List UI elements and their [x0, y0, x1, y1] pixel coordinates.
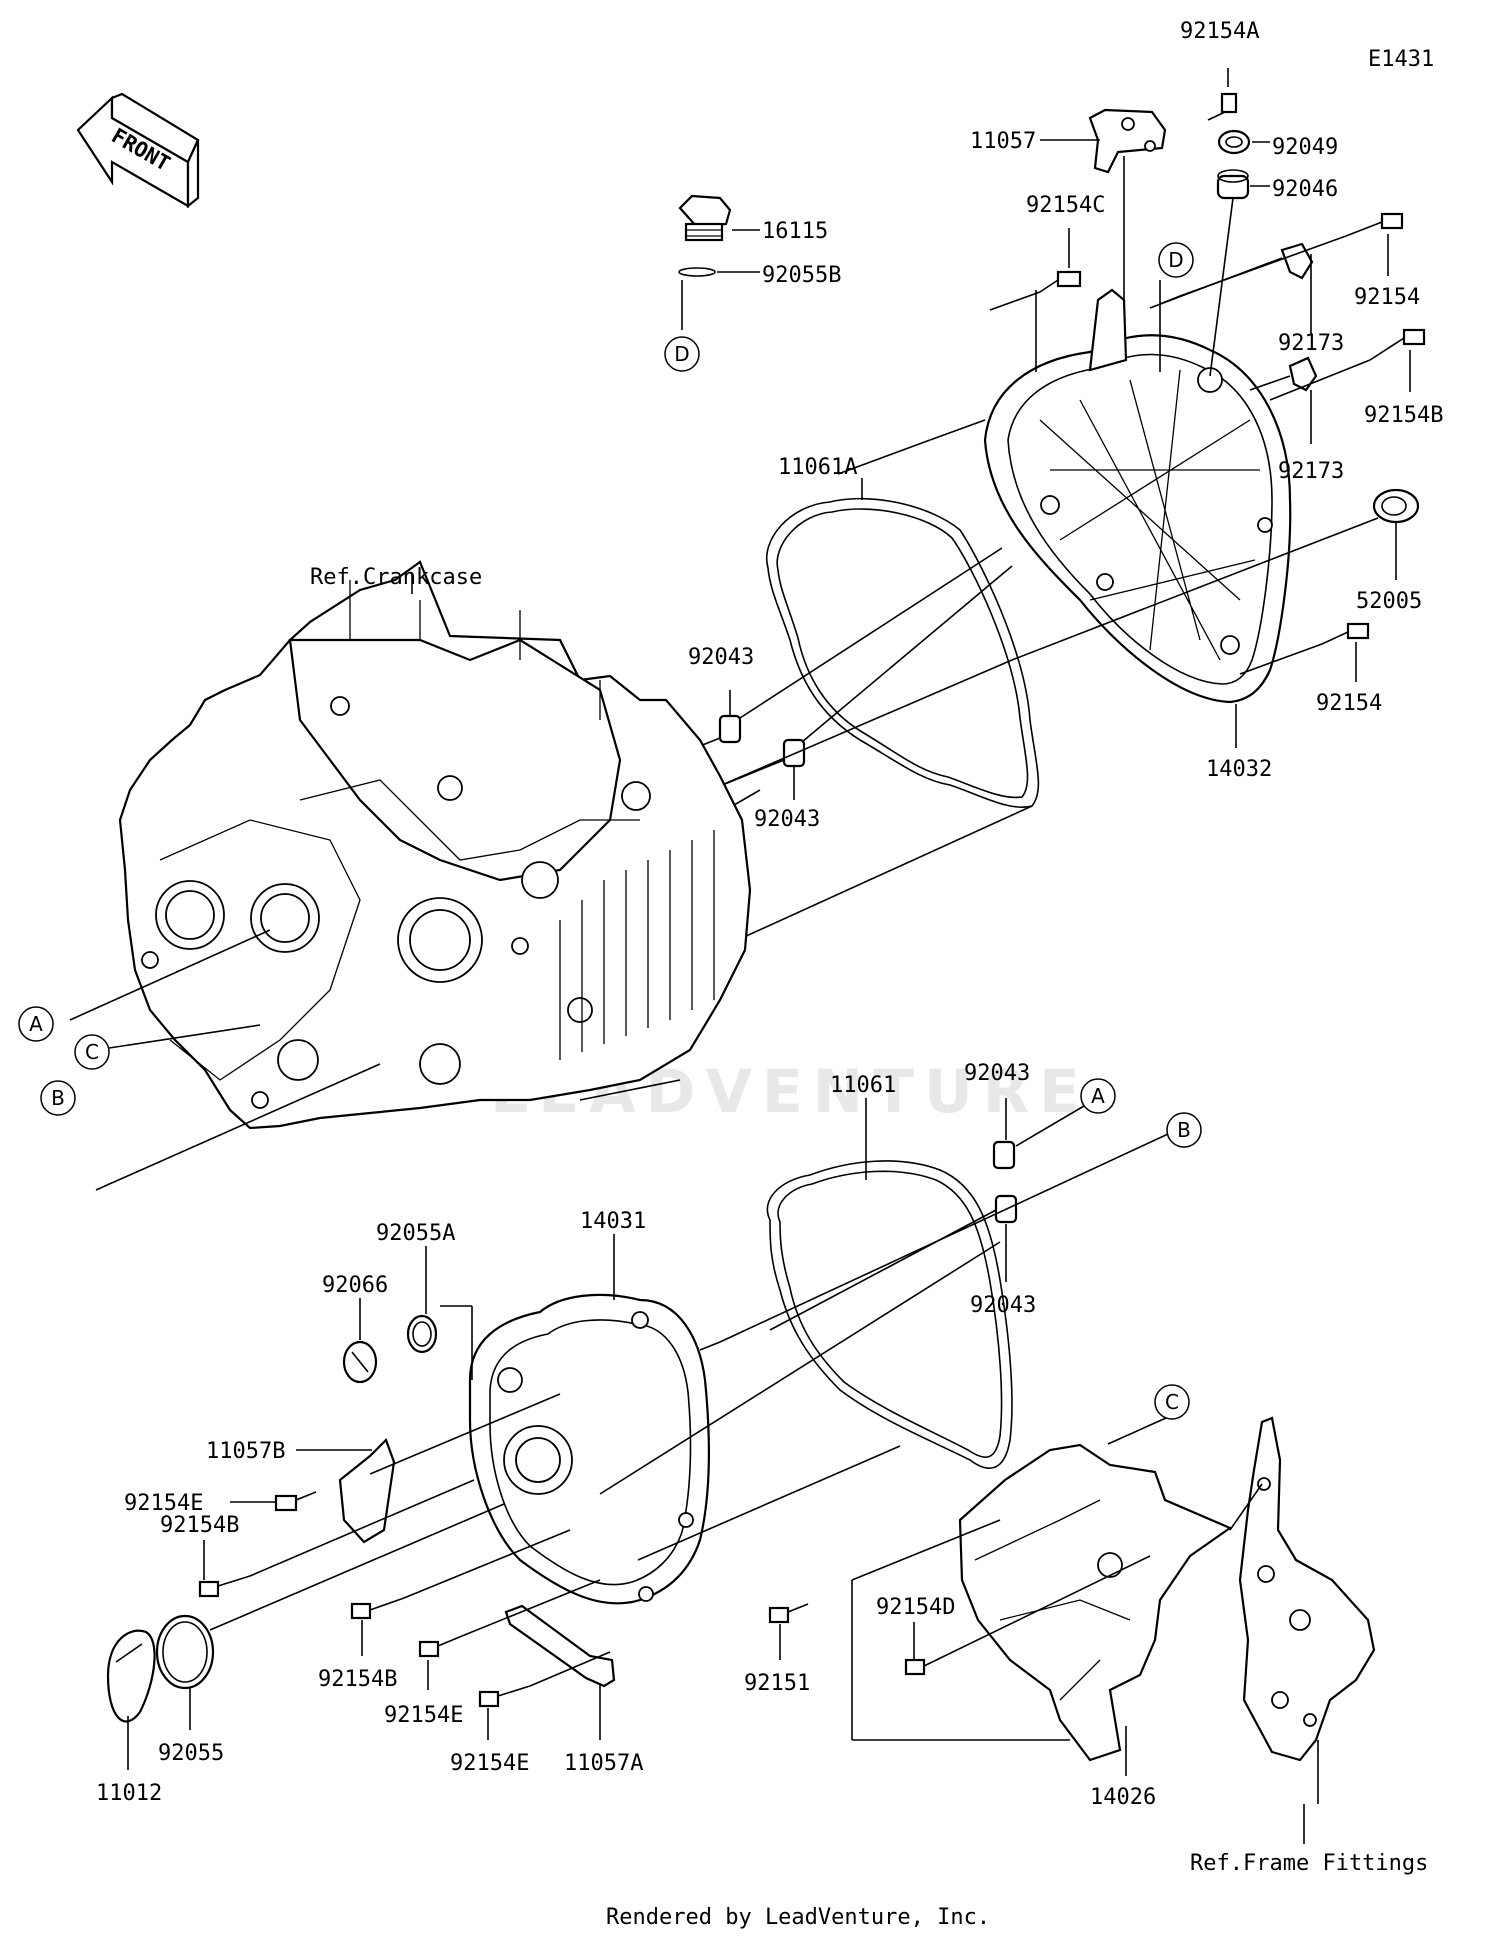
sprocket-cover-14026 [958, 1443, 1233, 1762]
label-11057B: 11057B [206, 1439, 285, 1464]
svg-text:C: C [85, 1040, 99, 1064]
label-92043-b: 92043 [754, 807, 820, 832]
o-ring-92055B [678, 267, 716, 277]
dowel-92043-c [992, 1140, 1016, 1170]
plug-92066 [342, 1340, 378, 1384]
label-92046: 92046 [1272, 177, 1338, 202]
label-92043-d: 92043 [970, 1293, 1036, 1318]
gasket-11061 [766, 1160, 1013, 1469]
svg-text:B: B [1177, 1118, 1191, 1142]
svg-text:D: D [1168, 248, 1183, 272]
bracket-11057B [338, 1438, 396, 1544]
label-92154-top: 92154 [1354, 285, 1420, 310]
bolt-92154E-c [478, 1685, 531, 1708]
bracket-11057 [1088, 108, 1167, 174]
label-92154B-top: 92154B [1364, 403, 1443, 428]
ref-crankcase-label: Ref.Crankcase [310, 565, 482, 590]
label-92055B: 92055B [762, 263, 841, 288]
cap-11012 [106, 1629, 156, 1723]
label-92055A: 92055A [376, 1221, 455, 1246]
label-92049: 92049 [1272, 135, 1338, 160]
clip-92173-a [1280, 242, 1314, 280]
bolt-92154D [904, 1658, 926, 1676]
label-92154E-a: 92154E [124, 1491, 203, 1516]
callout-d-top: D [664, 336, 700, 372]
dowel-92043-a [718, 714, 742, 744]
callout-b-bottom: B [1166, 1112, 1202, 1148]
label-92043-a: 92043 [688, 645, 754, 670]
label-14026: 14026 [1090, 1785, 1156, 1810]
label-92173-a: 92173 [1278, 331, 1344, 356]
label-92154C: 92154C [1026, 193, 1105, 218]
clip-92173-b [1288, 356, 1318, 392]
bolt-92154C [1039, 270, 1082, 293]
callout-b-top: B [40, 1080, 76, 1116]
label-92154B-a: 92154B [160, 1513, 239, 1538]
label-92154B-b: 92154B [318, 1667, 397, 1692]
label-92173-b: 92173 [1278, 459, 1344, 484]
svg-text:A: A [29, 1012, 43, 1036]
diagram-code: E1431 [1368, 47, 1434, 72]
callout-c-bottom: C [1154, 1384, 1190, 1420]
label-11061: 11061 [830, 1073, 896, 1098]
label-11057A: 11057A [564, 1751, 643, 1776]
ref-frame-fittings-label: Ref.Frame Fittings [1190, 1851, 1428, 1876]
svg-text:A: A [1091, 1084, 1105, 1108]
bolt-92151 [768, 1603, 809, 1624]
gasket-11061A [765, 497, 1040, 808]
svg-text:B: B [51, 1086, 65, 1110]
label-16115: 16115 [762, 219, 828, 244]
callout-a-top: A [18, 1006, 54, 1042]
label-14032: 14032 [1206, 757, 1272, 782]
seal-92049 [1217, 129, 1251, 155]
label-92154E-b: 92154E [384, 1703, 463, 1728]
label-11061A: 11061A [778, 455, 857, 480]
frame-fittings-reference [1238, 1416, 1376, 1762]
oil-filler-cap-16115 [678, 194, 732, 242]
label-92154A: 92154A [1180, 19, 1259, 44]
footer-credit: Rendered by LeadVenture, Inc. [606, 1905, 990, 1930]
bolt-92154A [1207, 92, 1238, 121]
o-ring-92055A [406, 1314, 438, 1354]
clutch-cover-14032 [983, 288, 1292, 704]
callout-d-bottom: D [1158, 242, 1194, 278]
bearing-92046 [1216, 169, 1250, 200]
label-52005: 52005 [1356, 589, 1422, 614]
callout-c-top: C [74, 1034, 110, 1070]
label-11057: 11057 [970, 129, 1036, 154]
bolt-92154-top [1345, 212, 1404, 237]
bracket-11057A [504, 1604, 616, 1688]
crankcase-reference [118, 560, 752, 1130]
label-14031: 14031 [580, 1209, 646, 1234]
svg-text:C: C [1165, 1390, 1179, 1414]
svg-text:D: D [674, 342, 689, 366]
o-ring-92055 [155, 1614, 215, 1690]
bolt-92154B-b [350, 1597, 405, 1620]
bolt-92154B-top [1369, 328, 1426, 361]
label-92055: 92055 [158, 1741, 224, 1766]
label-92154E-c: 92154E [450, 1751, 529, 1776]
bolt-92154E-a [274, 1491, 317, 1512]
bolt-92154E-b [418, 1635, 463, 1658]
label-92066: 92066 [322, 1273, 388, 1298]
callout-a-bottom: A [1080, 1078, 1116, 1114]
label-92154-mid: 92154 [1316, 691, 1382, 716]
oil-seal-52005 [1372, 488, 1420, 524]
front-arrow-icon: FRONT [76, 92, 200, 209]
bolt-92154-mid [1321, 622, 1370, 645]
label-11012: 11012 [96, 1781, 162, 1806]
label-92043-c: 92043 [964, 1061, 1030, 1086]
label-92154D: 92154D [876, 1595, 955, 1620]
bolt-92154B-a [198, 1575, 251, 1598]
label-92151: 92151 [744, 1671, 810, 1696]
